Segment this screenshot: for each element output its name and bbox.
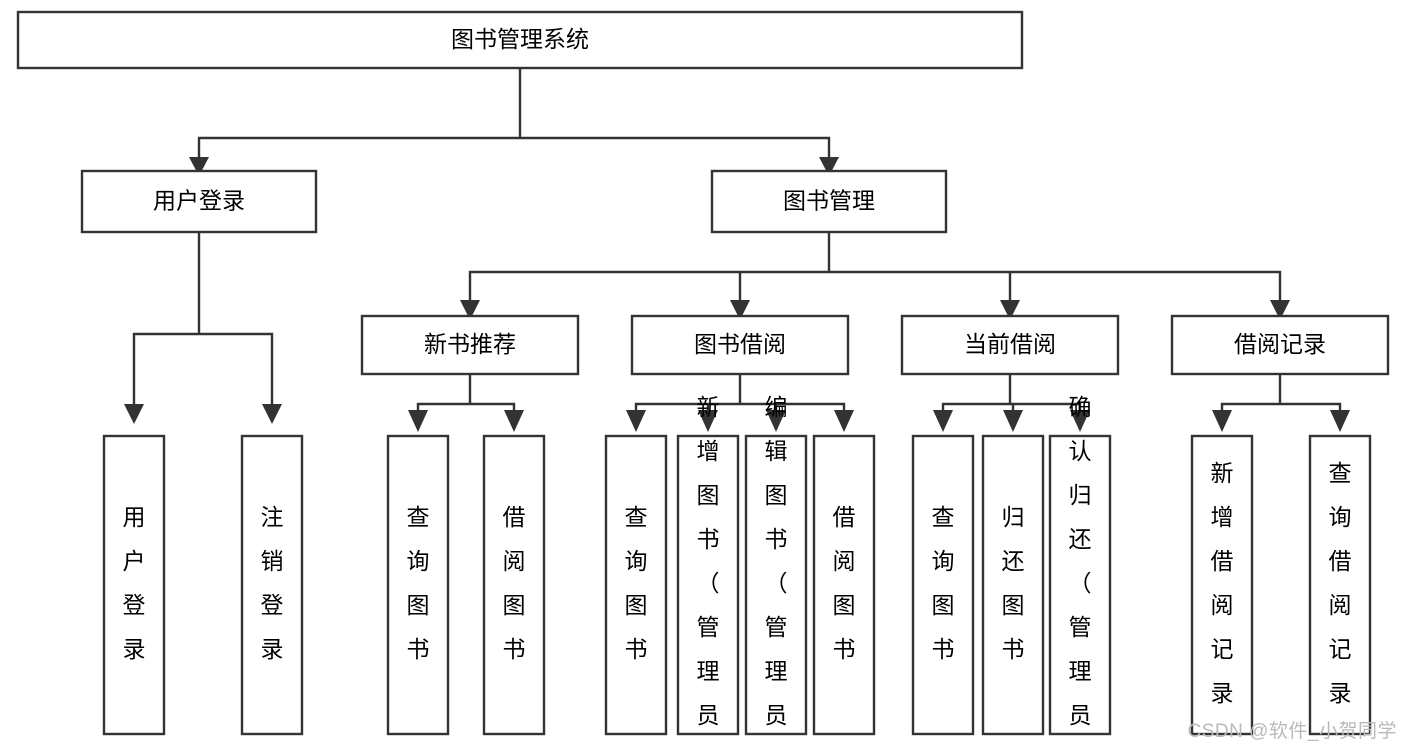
node-box-leaf-borrow-book-1[interactable] <box>482 434 546 736</box>
node-box-leaf-borrow-book-2[interactable] <box>812 434 876 736</box>
node-box-borrow-record[interactable] <box>1170 314 1390 376</box>
node-box-leaf-return-book[interactable] <box>981 434 1045 736</box>
node-label-leaf-return-book: 归还图书 <box>1002 504 1025 662</box>
arrow-to-leaf-query-book-1 <box>408 410 428 432</box>
node-leaf-add-record[interactable]: 新增借阅记录 <box>1190 434 1254 736</box>
node-box-book-borrow[interactable] <box>630 314 850 376</box>
node-box-leaf-query-record[interactable] <box>1308 434 1372 736</box>
node-leaf-confirm-return[interactable]: 确认归还（管理员） <box>1048 394 1112 747</box>
node-book-manage[interactable]: 图书管理 <box>710 169 948 234</box>
node-box-new-book-rec[interactable] <box>360 314 580 376</box>
node-leaf-query-book-3[interactable]: 查询图书 <box>911 434 975 736</box>
arrow-to-leaf-confirm-return <box>1070 410 1090 432</box>
node-box-leaf-query-book-1[interactable] <box>386 434 450 736</box>
node-label-leaf-query-record: 查询借阅记录 <box>1329 460 1352 706</box>
node-box-leaf-query-book-2[interactable] <box>604 434 668 736</box>
node-borrow-record[interactable]: 借阅记录 <box>1170 314 1390 376</box>
node-label-leaf-user-login: 用户登录 <box>123 504 146 662</box>
arrow-to-leaf-borrow-book-1 <box>504 410 524 432</box>
node-box-leaf-confirm-return[interactable] <box>1048 434 1112 736</box>
node-box-leaf-add-record[interactable] <box>1190 434 1254 736</box>
node-leaf-borrow-book-1[interactable]: 借阅图书 <box>482 434 546 736</box>
csdn-watermark: CSDN @软件_小贺同学 <box>1187 721 1397 742</box>
node-leaf-query-book-2[interactable]: 查询图书 <box>604 434 668 736</box>
arrow-to-leaf-query-book-3 <box>933 410 953 432</box>
node-book-borrow[interactable]: 图书借阅 <box>630 314 850 376</box>
connector-current-borrow-split <box>941 372 1082 416</box>
arrow-root-to-user-login <box>189 157 209 176</box>
node-label-new-book-rec: 新书推荐 <box>424 331 516 357</box>
arrow-to-leaf-borrow-book-2 <box>834 410 854 432</box>
node-label-leaf-query-book-1: 查询图书 <box>407 504 430 662</box>
arrow-to-book-borrow <box>730 300 750 320</box>
node-label-book-manage: 图书管理 <box>783 188 875 214</box>
connector-user-login-split <box>132 230 274 406</box>
node-box-root[interactable] <box>16 10 1024 70</box>
node-label-current-borrow: 当前借阅 <box>964 331 1056 357</box>
node-leaf-return-book[interactable]: 归还图书 <box>981 434 1045 736</box>
connector-borrow-record-split <box>1220 372 1342 416</box>
arrow-to-leaf-edit-book <box>766 410 786 432</box>
arrow-to-leaf-add-book <box>698 410 718 432</box>
node-label-user-login: 用户登录 <box>153 188 245 214</box>
node-label-leaf-borrow-book-2: 借阅图书 <box>833 504 856 662</box>
node-leaf-user-login[interactable]: 用户登录 <box>102 434 166 736</box>
node-box-user-login[interactable] <box>80 169 318 234</box>
node-leaf-query-record[interactable]: 查询借阅记录 <box>1308 434 1372 736</box>
connector-root-split <box>197 66 831 159</box>
arrow-to-leaf-return-book <box>1003 410 1023 432</box>
node-label-borrow-record: 借阅记录 <box>1234 331 1326 357</box>
node-label-root: 图书管理系统 <box>451 26 589 52</box>
node-box-book-manage[interactable] <box>710 169 948 234</box>
node-box-leaf-add-book[interactable] <box>676 434 740 736</box>
node-label-leaf-add-record: 新增借阅记录 <box>1211 460 1234 706</box>
node-leaf-borrow-book-2[interactable]: 借阅图书 <box>812 434 876 736</box>
node-box-leaf-user-login[interactable] <box>102 434 166 736</box>
arrow-to-leaf-query-record <box>1330 410 1350 432</box>
connector-book-borrow-split <box>634 372 846 416</box>
node-label-leaf-query-book-2: 查询图书 <box>625 504 648 662</box>
arrow-to-borrow-record <box>1270 300 1290 320</box>
node-label-leaf-logout: 注销登录 <box>261 504 284 662</box>
node-new-book-rec[interactable]: 新书推荐 <box>360 314 580 376</box>
arrow-to-new-book-rec <box>460 300 480 320</box>
arrow-to-leaf-query-book-2 <box>626 410 646 432</box>
node-user-login[interactable]: 用户登录 <box>80 169 318 234</box>
arrow-to-leaf-add-record <box>1212 410 1232 432</box>
node-box-leaf-edit-book[interactable] <box>744 434 808 736</box>
node-box-leaf-query-book-3[interactable] <box>911 434 975 736</box>
node-leaf-logout[interactable]: 注销登录 <box>240 434 304 736</box>
node-current-borrow[interactable]: 当前借阅 <box>900 314 1120 376</box>
node-label-book-borrow: 图书借阅 <box>694 331 786 357</box>
node-box-current-borrow[interactable] <box>900 314 1120 376</box>
arrow-to-current-borrow <box>1000 300 1020 320</box>
arrow-to-leaf-user-login <box>124 404 144 424</box>
node-root[interactable]: 图书管理系统 <box>16 10 1024 70</box>
node-leaf-edit-book[interactable]: 编辑图书（管理员） <box>744 394 808 747</box>
connector-new-book-rec-split <box>416 372 516 416</box>
node-label-leaf-add-book: 新增图书（管理员） <box>697 394 720 747</box>
node-label-leaf-edit-book: 编辑图书（管理员） <box>765 394 788 747</box>
node-box-leaf-logout[interactable] <box>240 434 304 736</box>
arrow-to-leaf-logout <box>262 404 282 424</box>
node-label-leaf-query-book-3: 查询图书 <box>932 504 955 662</box>
node-leaf-query-book-1[interactable]: 查询图书 <box>386 434 450 736</box>
arrow-root-to-book-manage <box>819 157 839 176</box>
connector-book-manage-split <box>468 230 1282 302</box>
node-label-leaf-borrow-book-1: 借阅图书 <box>503 504 526 662</box>
node-label-leaf-confirm-return: 确认归还（管理员） <box>1069 394 1092 747</box>
connector-layer <box>124 66 1350 432</box>
node-layer: 图书管理系统用户登录图书管理新书推荐图书借阅当前借阅借阅记录用户登录注销登录查询… <box>16 10 1390 747</box>
node-leaf-add-book[interactable]: 新增图书（管理员） <box>676 394 740 747</box>
